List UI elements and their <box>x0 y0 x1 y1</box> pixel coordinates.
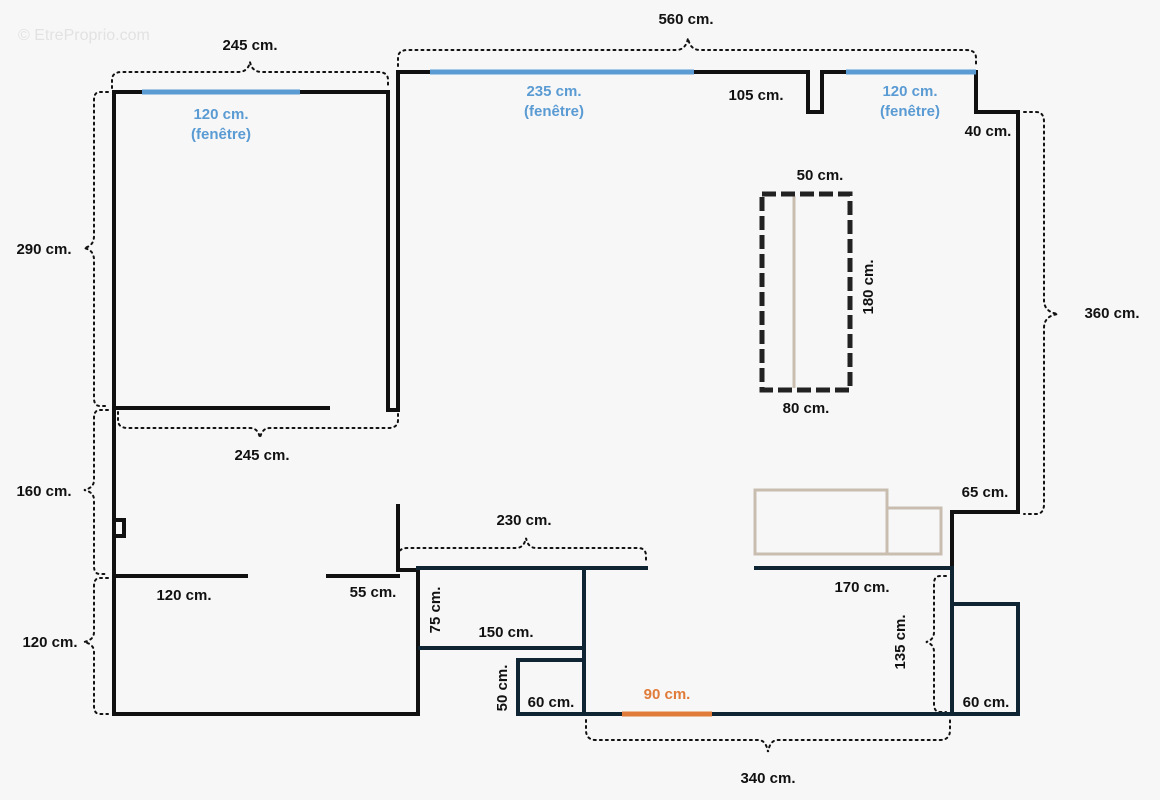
label-center-window: 235 cm. <box>526 83 581 100</box>
label-small-box-height: 50 cm. <box>494 665 511 712</box>
label-room-divider: 245 cm. <box>234 447 289 464</box>
dim-left-bottom <box>83 577 109 715</box>
label-center-window-note: (fenêtre) <box>524 103 584 120</box>
dim-bottom <box>585 719 951 753</box>
label-bed-width: 50 cm. <box>797 167 844 184</box>
label-closet-width: 150 cm. <box>478 624 533 641</box>
dim-top-right <box>397 37 977 67</box>
dim-left-mid <box>83 409 109 575</box>
wall-left-room <box>112 90 420 716</box>
label-wall-55: 55 cm. <box>350 584 397 601</box>
label-bed-bottom: 80 cm. <box>783 400 830 417</box>
dimension-lines <box>83 37 1059 753</box>
label-wall-105: 105 cm. <box>728 87 783 104</box>
wall-small-box <box>516 658 586 716</box>
dim-bath-height <box>925 575 947 713</box>
label-left-height-bottom: 120 cm. <box>22 634 77 651</box>
wall-main-top <box>390 70 1020 570</box>
label-left-window: 120 cm. <box>193 106 248 123</box>
label-right-wall-65: 65 cm. <box>962 484 1009 501</box>
label-bed-length: 180 cm. <box>860 259 877 314</box>
dim-top-left <box>111 61 389 89</box>
label-left-height-mid: 160 cm. <box>16 483 71 500</box>
dim-divider <box>117 411 399 439</box>
label-bath-height: 135 cm. <box>892 614 909 669</box>
label-left-window-note: (fenêtre) <box>191 126 251 143</box>
windows <box>142 69 976 95</box>
label-right-box-width: 60 cm. <box>963 694 1010 711</box>
dim-hall <box>397 537 647 563</box>
label-closet-height: 75 cm. <box>427 587 444 634</box>
label-right-window: 120 cm. <box>882 83 937 100</box>
label-small-box-width: 60 cm. <box>528 694 575 711</box>
label-top-left-width: 245 cm. <box>222 37 277 54</box>
dim-left-top <box>83 91 109 407</box>
label-right-height: 360 cm. <box>1084 305 1139 322</box>
wall-notch <box>112 518 126 538</box>
watermark: © EtreProprio.com <box>18 27 150 44</box>
label-hall-width: 230 cm. <box>496 512 551 529</box>
label-left-height-top: 290 cm. <box>16 241 71 258</box>
sofa <box>753 488 943 556</box>
label-right-step: 40 cm. <box>965 123 1012 140</box>
walls <box>112 70 1020 716</box>
bed <box>759 191 853 393</box>
dim-right <box>1023 111 1059 515</box>
label-door-90: 90 cm. <box>644 686 691 703</box>
label-bottom-width: 340 cm. <box>740 770 795 787</box>
bath-walls <box>416 566 1020 716</box>
wall-bottom-right <box>582 602 1020 716</box>
label-right-window-note: (fenêtre) <box>880 103 940 120</box>
label-kitchen-counter: 170 cm. <box>834 579 889 596</box>
label-top-right-width: 560 cm. <box>658 11 713 28</box>
label-wall-120: 120 cm. <box>156 587 211 604</box>
